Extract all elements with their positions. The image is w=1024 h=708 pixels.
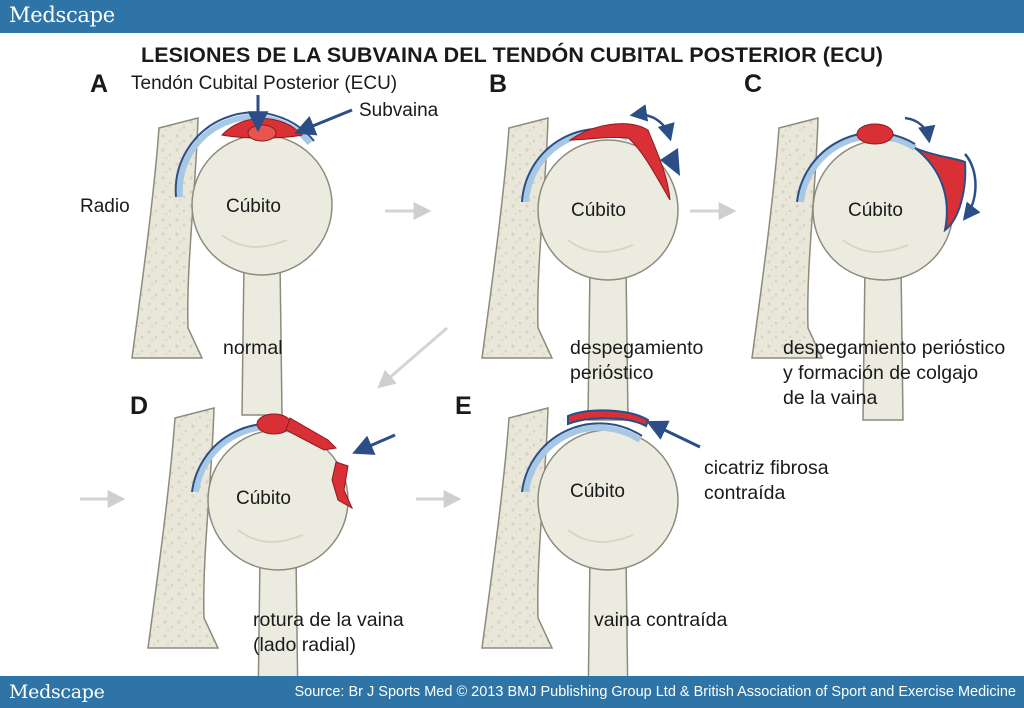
detached-periosteum-b [660,148,680,176]
radius-label: Radio [80,196,130,217]
ulna-bone-d [207,429,349,708]
panel-letter-c: C [744,70,763,98]
ulna-label-a: Cúbito [226,196,281,217]
bottom-banner: Medscape Source: Br J Sports Med © 2013 … [0,676,1024,708]
panel-b-illustration [481,104,680,421]
ecu-tendon-c [856,123,894,145]
source-credit: Source: Br J Sports Med © 2013 BMJ Publi… [294,684,1016,700]
medscape-logo: Medscape [9,3,115,27]
ecu-tendon-label: Tendón Cubital Posterior (ECU) [131,73,398,94]
ulna-label-d: Cúbito [236,488,291,509]
panel-letter-a: A [90,70,109,98]
radius-bone-e [481,407,553,649]
panel-c-illustration [751,116,981,421]
subsheath-label: Subvaina [359,100,439,121]
torn-sheath-lower-d [331,461,354,510]
ecu-tendon-d [256,413,292,435]
motion-arrow-c [962,153,981,221]
caption-d: rotura de la vaina (lado radial) [253,609,404,656]
motion-arrow-b [629,104,675,142]
radius-bone-d [147,407,219,649]
scar-label: cicatriz fibrosa contraída [704,457,829,504]
scar-pointer-arrow [646,420,701,449]
sheath-flap-c [914,147,967,233]
tear-pointer-arrow [352,433,396,455]
caption-e: vaina contraída [594,609,728,631]
panel-e-illustration [481,407,701,708]
ulna-label-c: Cúbito [848,200,903,221]
ulna-bone-a [191,134,333,416]
page-title: LESIONES DE LA SUBVAINA DEL TENDÓN CUBIT… [140,43,884,67]
panel-d-illustration [147,407,396,708]
panel-letter-e: E [455,392,472,420]
torn-sheath-upper-d [285,417,338,451]
flow-arrow-a-to-d [377,326,448,389]
subsheath-pointer-arrow [294,108,353,136]
caption-b: despegamiento periόstico [570,337,704,384]
caption-a: normal [223,337,283,359]
contracted-sheath-e [567,409,650,428]
panel-letter-b: B [489,70,508,98]
ulna-label-e: Cúbito [570,481,625,502]
medscape-logo-bottom: Medscape [9,681,105,703]
panel-a-illustration [131,95,353,416]
panel-letter-d: D [130,392,149,420]
ulna-label-b: Cúbito [571,200,626,221]
sheath-a [174,111,315,198]
radius-bone-c [751,117,823,359]
lifted-tendon-b [568,123,671,201]
top-banner: Medscape [0,0,1024,33]
ulna-bone-e [537,429,679,708]
caption-c: despegamiento periόstico y formación de … [783,337,1006,409]
